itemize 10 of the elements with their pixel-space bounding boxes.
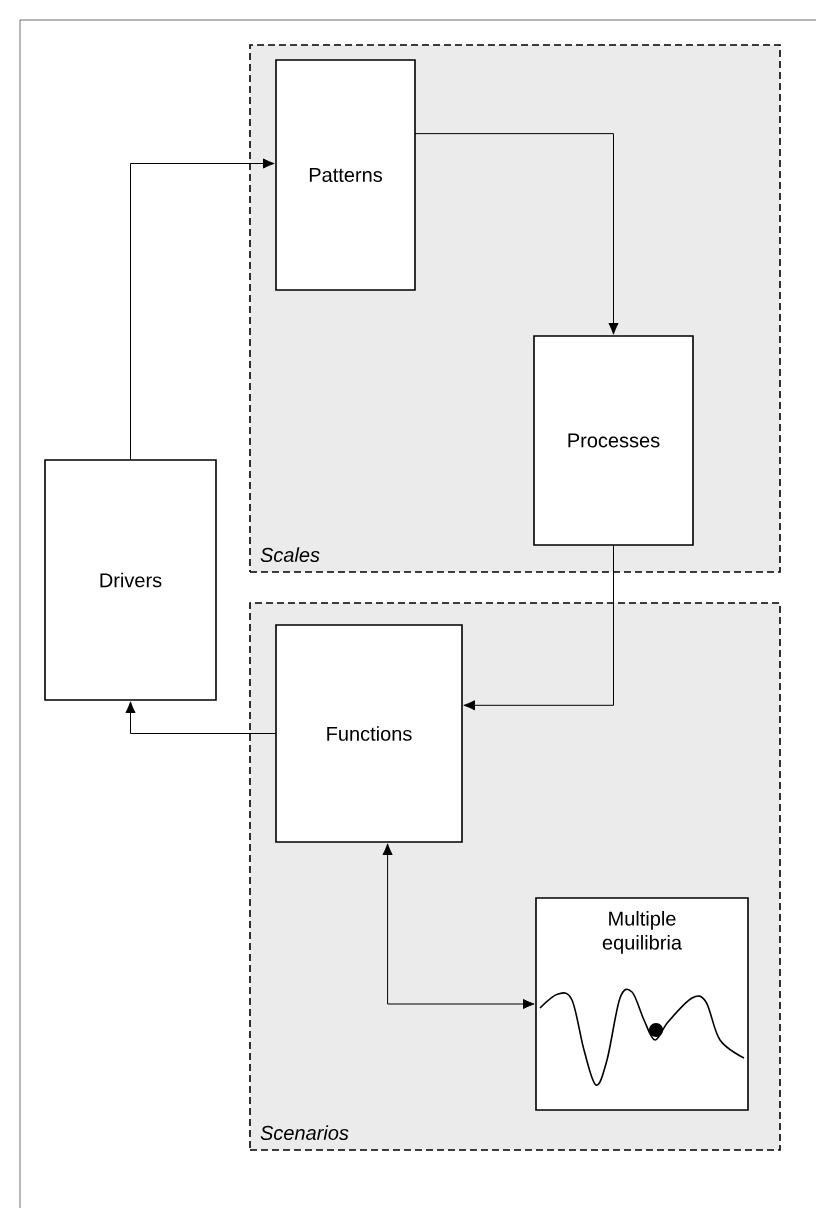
arrow — [382, 843, 535, 1010]
process-box: Functions — [275, 624, 463, 843]
arrow — [130, 158, 275, 461]
process-box: Multiple equilibria — [535, 897, 749, 1111]
process-box: Patterns — [275, 59, 416, 291]
process-box: Processes — [533, 335, 694, 546]
arrow — [414, 133, 619, 335]
arrow — [463, 544, 614, 711]
arrow — [125, 701, 277, 734]
process-box: Drivers — [44, 459, 217, 701]
